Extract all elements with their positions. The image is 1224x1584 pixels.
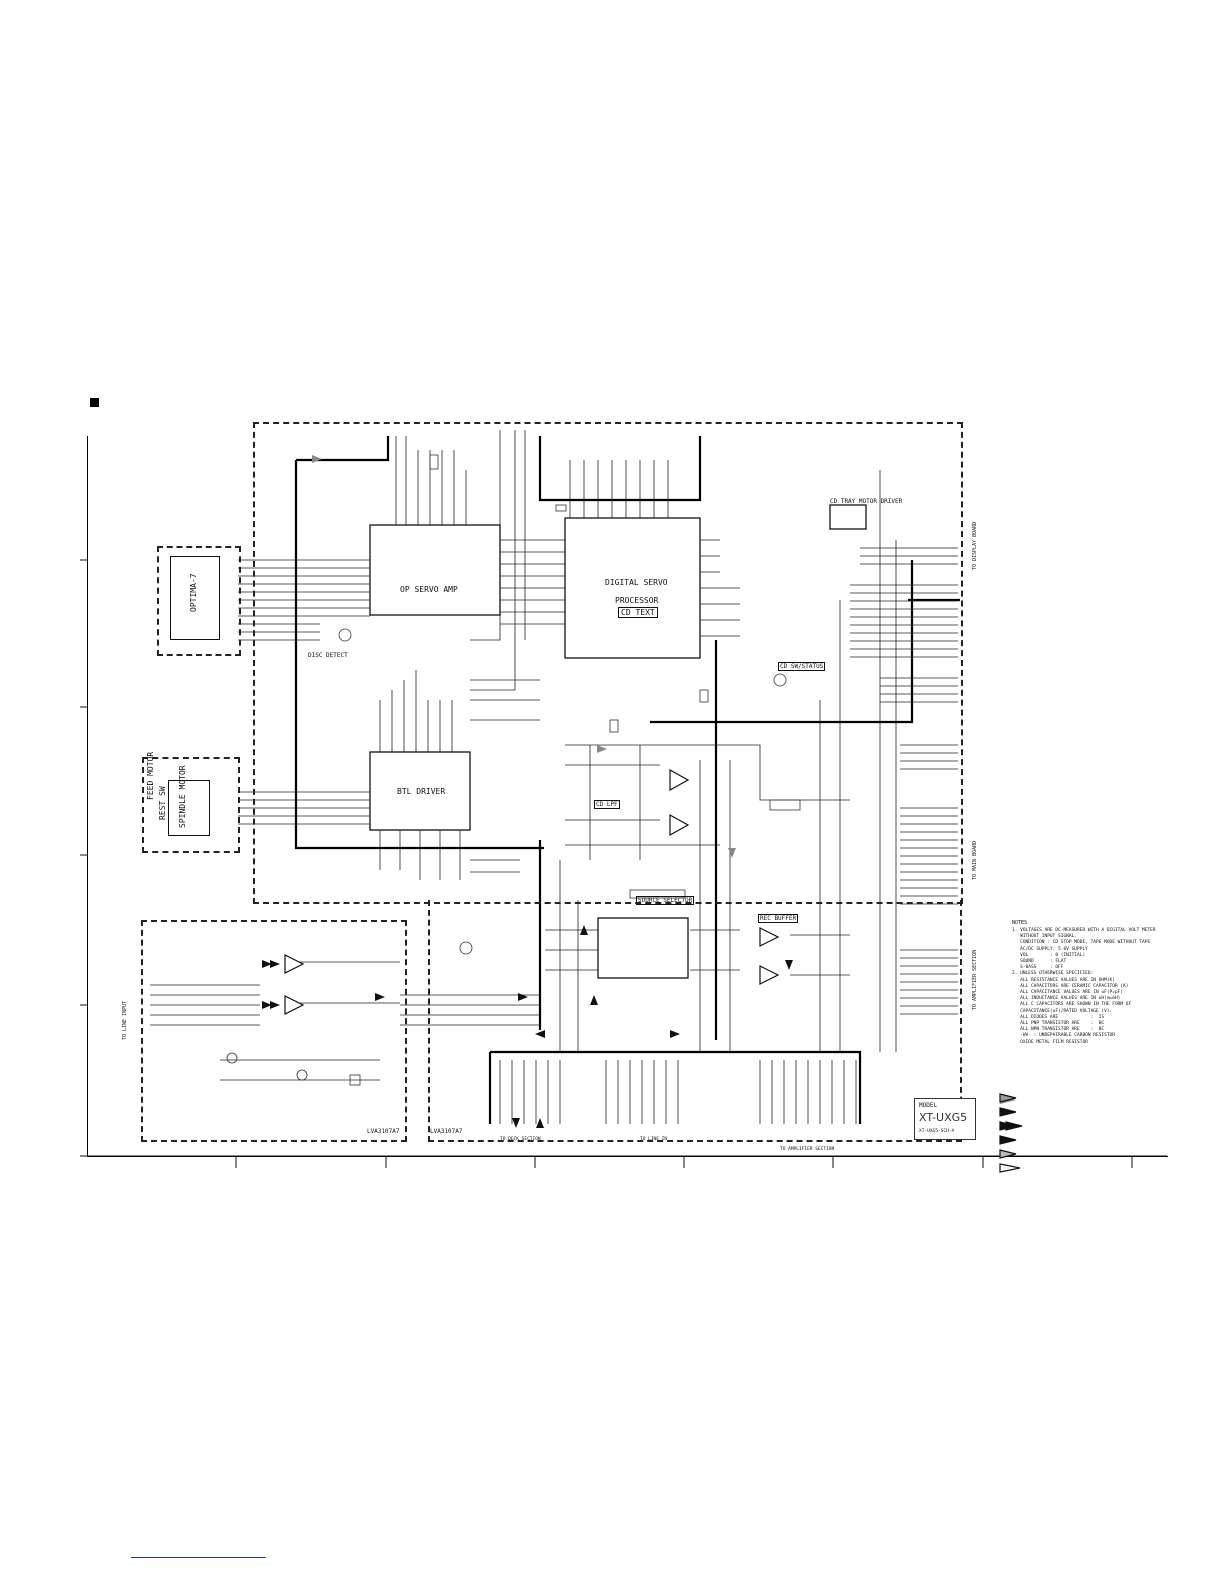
optical-pickup-box <box>170 556 220 640</box>
connector-bottom-right: TO AMPLIFIER SECTION <box>780 1147 835 1152</box>
feed-motor-outline <box>142 757 240 853</box>
dsp-cd-text-tag: CD TEXT <box>618 607 658 618</box>
line-input-outline <box>141 920 407 1142</box>
feed-motor-label: FEED MOTOR <box>146 751 155 800</box>
model-title-block: MODEL XT-UXG5 XT-UXG5-SCH-A <box>914 1098 976 1140</box>
btl-driver-label: BTL DRIVER <box>397 787 446 796</box>
connector-right-top: TO DISPLAY BOARD <box>972 521 978 570</box>
connector-bottom-left: TO DECK SECTION <box>500 1137 541 1142</box>
cd-tray-driver-label: CD TRAY MOTOR DRIVER <box>830 498 903 505</box>
pcb-mid-label: LVA3107A7 <box>430 1128 463 1135</box>
servo-amp-label: OP SERVO AMP <box>400 585 458 594</box>
spindle-motor-label: SPINDLE MOTOR <box>178 765 187 828</box>
model-name: XT-UXG5 <box>919 1111 968 1124</box>
model-sub: XT-UXG5-SCH-A <box>919 1129 955 1134</box>
cd-board-outline <box>253 422 963 904</box>
pickup-outline <box>157 546 241 656</box>
dsp-label-line2: PROCESSOR <box>615 596 659 605</box>
cd-switch-label: CD SW/STATUS <box>778 662 826 671</box>
connector-bottom-mid: TO LINE IN <box>640 1137 668 1142</box>
source-selector-label: SOURCE SELECTOR <box>636 896 695 905</box>
model-caption: MODEL <box>919 1102 938 1109</box>
connector-left-bottom: TO LINE INPUT <box>122 1000 128 1040</box>
connector-right-bottom: TO AMPLIFIER SECTION <box>972 949 978 1010</box>
notes-title: NOTES <box>1012 920 1028 926</box>
optical-pickup-label: OPTIMA-7 <box>189 573 198 612</box>
rest-sw-label: REST SW <box>158 786 167 820</box>
dsp-label-line1: DIGITAL SERVO <box>605 578 668 587</box>
pcb-left-label: LVA3107A7 <box>367 1128 400 1135</box>
footer-link-underline[interactable] <box>131 1556 266 1558</box>
section-bullet <box>90 398 99 407</box>
cd-lpf-label: CD LPF <box>594 800 620 809</box>
disc-detect-label: DISC DETECT <box>308 652 348 659</box>
spindle-motor-box <box>168 780 210 836</box>
mid-board-outline <box>428 900 962 1142</box>
rec-buffer-label: REC BUFFER <box>758 914 799 923</box>
notes-body: 1. VOLTAGES ARE DC-MEASURED WITH A DIGIT… <box>1012 928 1156 1045</box>
connector-right-mid: TO MAIN BOARD <box>972 840 978 880</box>
